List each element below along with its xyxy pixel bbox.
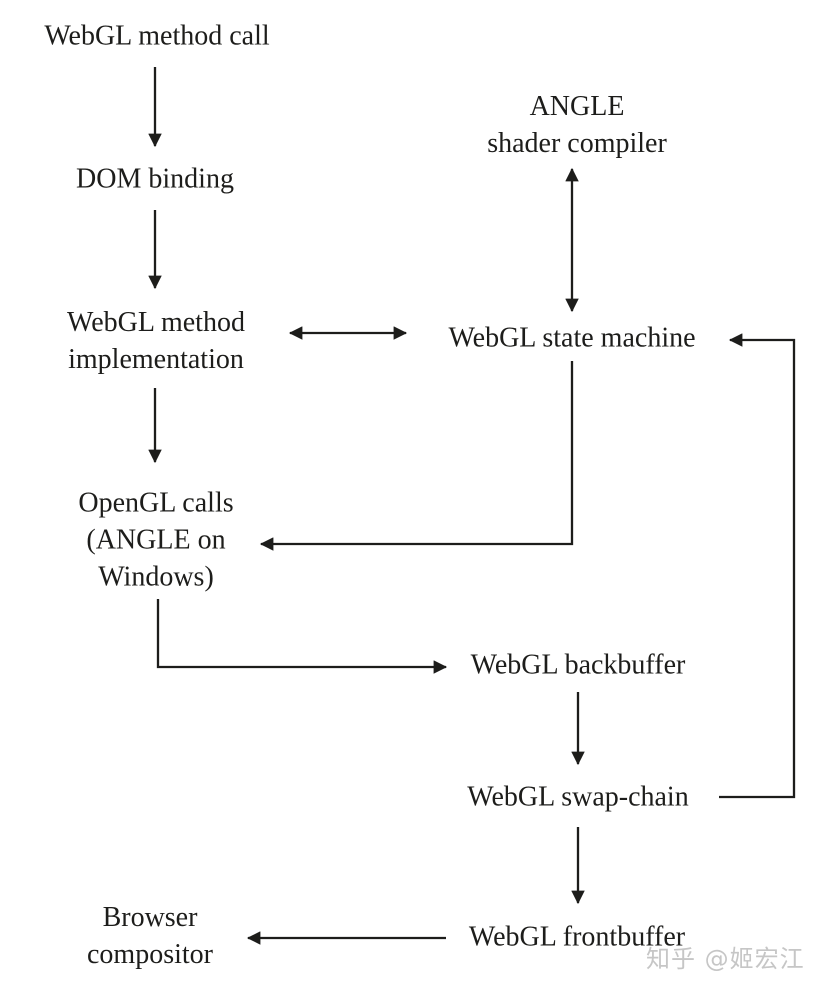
node-label: shader compiler (487, 128, 667, 159)
node-label: WebGL state machine (448, 322, 696, 354)
node-browser-compositor: Browser compositor (87, 899, 213, 973)
node-webgl-method-call: WebGL method call (44, 18, 269, 55)
node-label: implementation (68, 344, 244, 375)
node-label: OpenGL calls (78, 487, 234, 519)
arrow-opengl-calls-to-webgl-backbuffer (156, 599, 448, 674)
node-label: compositor (87, 939, 213, 970)
node-label: Browser (102, 902, 198, 933)
node-dom-binding: DOM binding (76, 161, 234, 198)
watermark: 知乎 @姬宏江 (646, 945, 805, 973)
node-angle-shader-compiler: ANGLE shader compiler (487, 88, 667, 162)
node-label: Windows) (98, 561, 214, 593)
node-webgl-state-machine: WebGL state machine (448, 320, 695, 357)
node-label: (ANGLE on (86, 524, 226, 556)
node-label: WebGL backbuffer (470, 649, 686, 681)
arrow-webgl-state-machine-to-opengl-calls (259, 361, 574, 551)
node-opengl-calls: OpenGL calls (ANGLE on Windows) (78, 485, 233, 596)
node-label: WebGL method call (44, 20, 270, 52)
node-webgl-method-implementation: WebGL method implementation (67, 304, 245, 378)
node-label: WebGL swap-chain (467, 781, 689, 813)
node-webgl-backbuffer: WebGL backbuffer (471, 647, 686, 684)
node-label: DOM binding (76, 163, 234, 195)
arrow-webgl-swap-chain-to-webgl-state-machine (719, 333, 796, 799)
node-label: ANGLE (529, 91, 625, 122)
node-webgl-frontbuffer: WebGL frontbuffer (469, 919, 685, 956)
node-label: WebGL method (67, 307, 245, 338)
node-label: WebGL frontbuffer (468, 921, 686, 953)
node-webgl-swap-chain: WebGL swap-chain (467, 779, 688, 816)
